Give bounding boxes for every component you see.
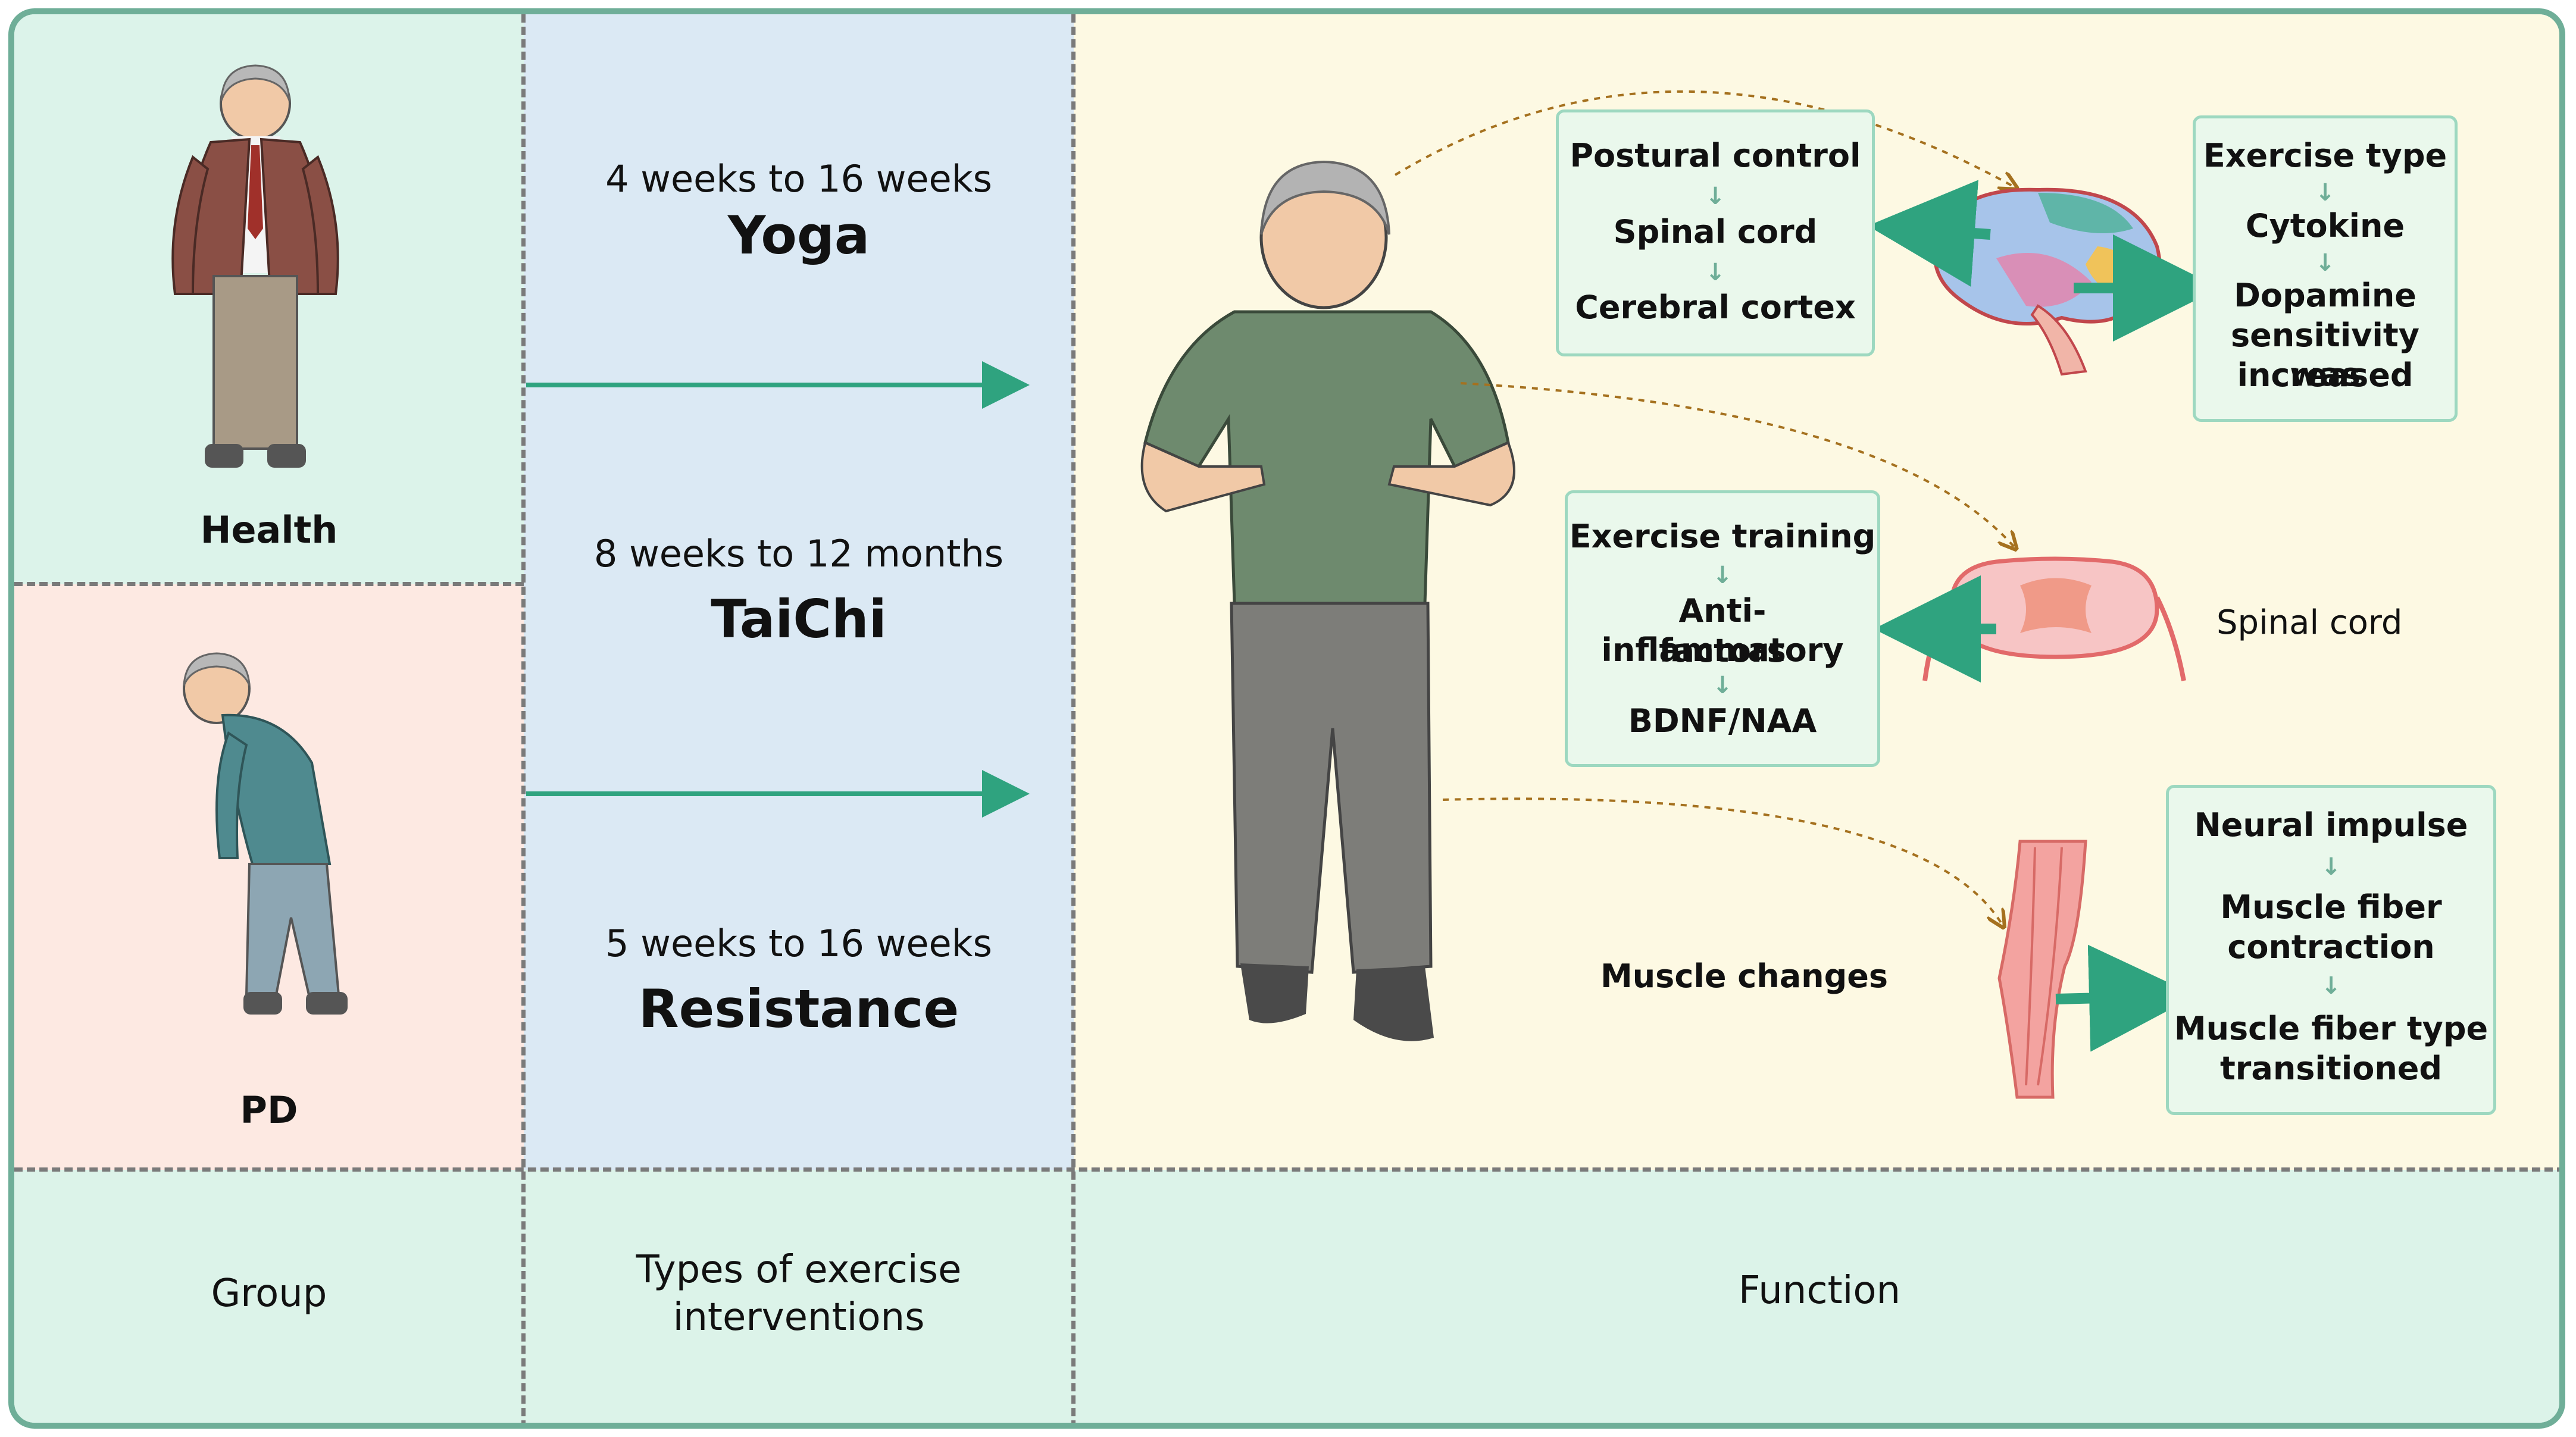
spinal-cord-text: Spinal cord (1613, 213, 1818, 251)
exercise-type-text: Exercise type (2203, 137, 2447, 174)
divider-2 (1071, 14, 1076, 1423)
divider-health-pd (14, 582, 524, 586)
exercise-type-box: Exercise type ↓ Cytokine ↓ Dopamine sens… (2193, 115, 2458, 422)
muscle-changes-label: Muscle changes (1600, 957, 1889, 995)
healthy-elderly-man-illustration (171, 64, 339, 468)
cytokine-text: Cytokine (2245, 207, 2405, 245)
group-label: Group (211, 1272, 327, 1316)
yoga-label: Yoga (727, 205, 870, 266)
down-arrow-icon: ↓ (1705, 259, 1725, 286)
taichi-label: TaiChi (711, 588, 887, 650)
spinal-cord-illustration (1922, 556, 2186, 681)
group-pd-label: PD (240, 1088, 298, 1132)
fiber-type-text: Muscle fiber type (2174, 1010, 2489, 1047)
types-label-line1: Types of exercise (636, 1248, 962, 1292)
down-arrow-icon: ↓ (1712, 562, 1733, 589)
transitioned-text: transitioned (2219, 1050, 2443, 1087)
neural-impulse-text: Neural impulse (2194, 806, 2468, 844)
figure-frame: Health PD 4 weeks to 16 weeks Yoga 8 wee… (8, 8, 2565, 1429)
down-arrow-icon: ↓ (1705, 183, 1725, 210)
dopamine-text: Dopamine (2234, 277, 2416, 314)
taichi-duration: 8 weeks to 12 months (593, 532, 1004, 575)
exercise-training-text: Exercise training (1569, 518, 1876, 555)
resistance-label: Resistance (638, 978, 959, 1040)
sensitivity-text: sensitivity was (2231, 317, 2419, 393)
muscle-fiber-text: Muscle fiber (2220, 888, 2442, 926)
connection-arrows (526, 90, 2220, 1099)
factors-text: factors (1659, 632, 1786, 669)
resistance-duration: 5 weeks to 16 weeks (605, 922, 992, 965)
group-health-label: Health (200, 508, 338, 552)
arrow-brain-to-left-box (1868, 180, 1991, 287)
divider-1 (521, 14, 526, 1423)
muscle-illustration (1997, 840, 2087, 1099)
down-arrow-icon: ↓ (1712, 672, 1733, 699)
arrow-muscle-to-box (2055, 944, 2196, 1052)
contraction-text: contraction (2227, 928, 2435, 966)
postural-control-box: Postural control ↓ Spinal cord ↓ Cerebra… (1556, 109, 1875, 356)
exercise-training-box: Exercise training ↓ Anti-inflammatory fa… (1565, 490, 1880, 767)
increased-text: increased (2237, 356, 2414, 394)
down-arrow-icon: ↓ (2321, 853, 2341, 881)
neural-impulse-box: Neural impulse ↓ Muscle fiber contractio… (2166, 785, 2496, 1115)
dotted-arrow-brain (1394, 90, 2014, 187)
divider-bottom (14, 1167, 2559, 1172)
down-arrow-icon: ↓ (2315, 179, 2336, 206)
dotted-arrow-muscle (1442, 797, 2002, 925)
dotted-arrow-spinal (1460, 382, 2014, 547)
down-arrow-icon: ↓ (2321, 972, 2341, 1000)
postural-control-text: Postural control (1570, 137, 1861, 174)
yoga-duration: 4 weeks to 16 weeks (605, 157, 992, 201)
cerebral-cortex-text: Cerebral cortex (1575, 289, 1856, 326)
pd-elderly-man-illustration (183, 652, 348, 1015)
anti-inflammatory-text: Anti-inflammatory (1601, 592, 1844, 669)
function-label: Function (1738, 1269, 1901, 1313)
bdnf-naa-text: BDNF/NAA (1628, 702, 1817, 740)
exercising-man-illustration (1140, 160, 1515, 1041)
bottom-label-row (14, 1170, 2559, 1423)
brain-illustration (1933, 187, 2162, 376)
spinal-cord-label: Spinal cord (2217, 603, 2403, 642)
down-arrow-icon: ↓ (2315, 249, 2336, 277)
types-label-line2: interventions (673, 1295, 925, 1339)
exercise-types-panel (524, 14, 1074, 1170)
